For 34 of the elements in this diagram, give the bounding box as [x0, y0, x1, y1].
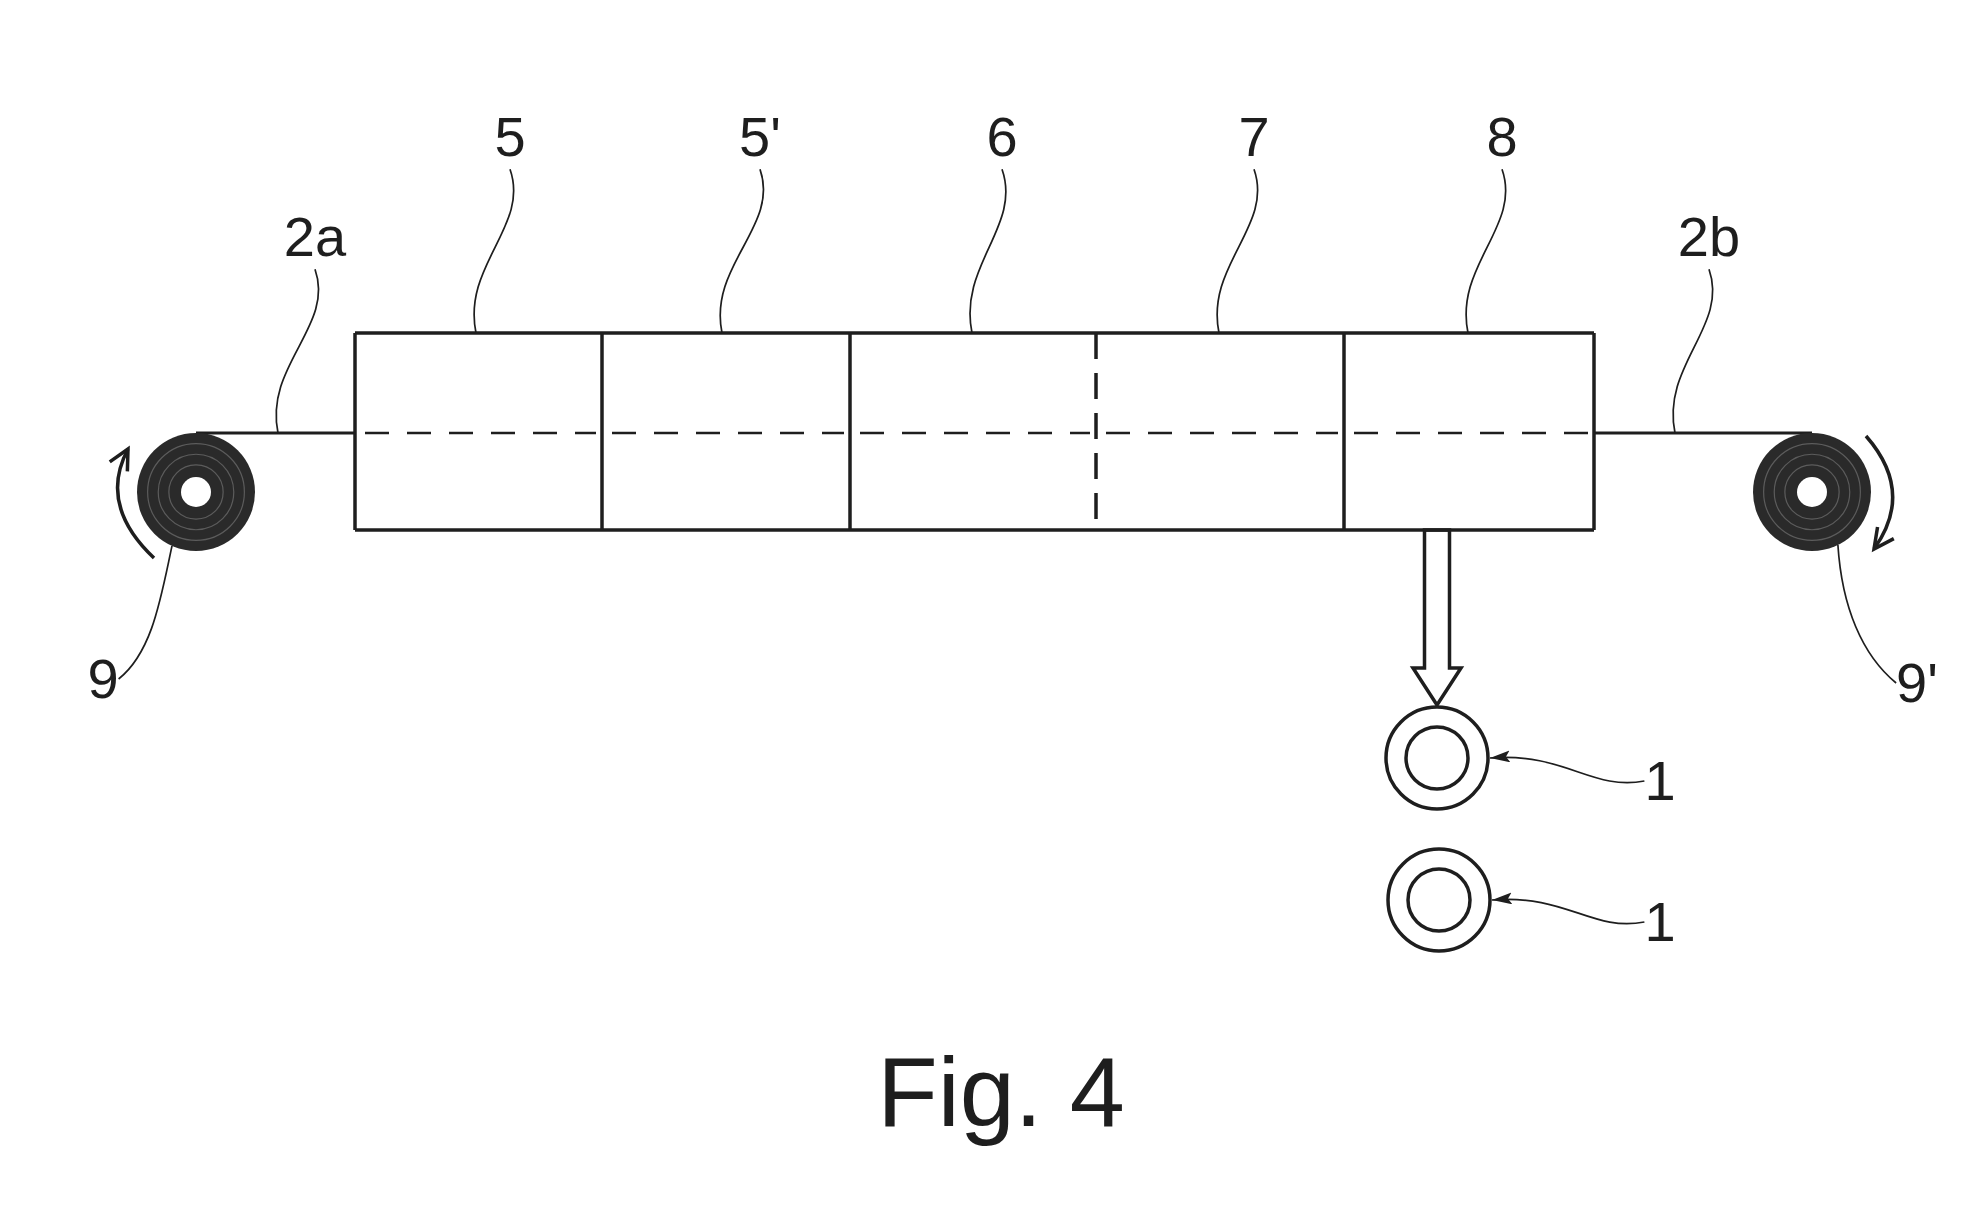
material-roll: [1753, 433, 1871, 551]
callout-number: 7: [1238, 104, 1270, 170]
figure-caption: Fig. 4: [877, 1034, 1125, 1149]
station-box: [355, 333, 602, 530]
callout-number: 9': [1896, 650, 1938, 716]
callout-number: 5': [739, 104, 781, 170]
ring: [1384, 705, 1490, 811]
station-box: [1344, 333, 1594, 530]
leader-line: [473, 168, 515, 334]
leader-line: [1216, 168, 1259, 334]
leader-line: [969, 168, 1007, 334]
leader-line: [117, 545, 173, 680]
callout-number: 6: [986, 104, 1018, 170]
callout-number: 2a: [283, 204, 347, 270]
web-line: [1594, 431, 1812, 435]
material-roll: [137, 433, 255, 551]
station-box: [1096, 333, 1344, 530]
leader-line: [1672, 268, 1714, 434]
callout-number: 1: [1644, 889, 1676, 955]
leader-line: [1465, 168, 1507, 334]
leader-line: [1837, 544, 1897, 684]
web-line: [196, 431, 355, 435]
callout-number: 8: [1486, 104, 1518, 170]
leader-line: [1489, 751, 1646, 784]
leader-line: [275, 268, 320, 434]
callout-number: 2b: [1677, 204, 1741, 270]
leader-line: [719, 168, 765, 334]
callout-number: 1: [1644, 748, 1676, 814]
ring: [1386, 847, 1492, 953]
callout-number: 5: [494, 104, 526, 170]
callout-number: 9: [87, 646, 119, 712]
station-box: [850, 333, 1096, 530]
leader-line: [1491, 893, 1646, 925]
station-box: [602, 333, 850, 530]
